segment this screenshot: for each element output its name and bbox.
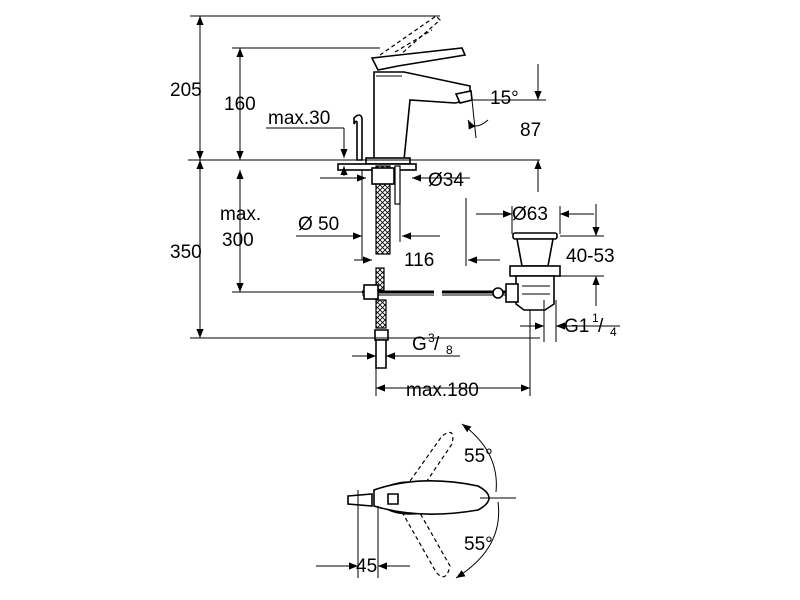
label-40-53: 40-53 (566, 246, 615, 267)
lever-swing-right (401, 505, 451, 578)
waste-drain (505, 232, 561, 311)
faucet-top-view (316, 423, 516, 579)
lever-open-outline (379, 15, 441, 63)
dimension-lines (190, 15, 620, 396)
supply-hoses (371, 165, 401, 369)
label-max180: max.180 (406, 380, 479, 401)
faucet-body (373, 71, 471, 161)
lever (370, 47, 467, 71)
label-87: 87 (520, 120, 541, 141)
label-max300-line1: max. (220, 204, 261, 225)
label-angle15: 15° (490, 88, 519, 109)
label-max300-line2: 300 (222, 230, 254, 251)
label-116: 116 (404, 250, 434, 271)
label-max30: max.30 (268, 108, 330, 129)
popup-linkage (362, 284, 508, 300)
dimension-labels: 205 160 max.30 15° 87 Ø34 max. 300 Ø 50 … (170, 80, 617, 577)
label-dia63: Ø63 (512, 204, 548, 225)
faucet-side-view (353, 15, 473, 165)
label-g114-denominator: 4 (610, 325, 617, 339)
label-g114-numerator: 1 (592, 311, 599, 325)
label-350: 350 (170, 242, 202, 263)
lever-swing-left (397, 431, 454, 507)
label-g114: G1 (564, 316, 589, 337)
spout-outlet (454, 90, 473, 104)
svg-text:/: / (598, 316, 604, 337)
label-g38-numerator: 3 (428, 331, 435, 345)
svg-text:/: / (434, 334, 440, 355)
label-160: 160 (224, 94, 256, 115)
label-205: 205 (170, 80, 202, 101)
label-dia50: Ø 50 (298, 214, 339, 235)
top-lever (373, 480, 490, 515)
label-angle55-bottom: 55° (464, 534, 493, 555)
label-45: 45 (356, 556, 377, 577)
label-g38: G (412, 334, 427, 355)
label-g38-denominator: 8 (446, 343, 453, 357)
popup-rod (353, 114, 363, 161)
label-angle55-top: 55° (464, 446, 493, 467)
label-dia34: Ø34 (428, 170, 464, 191)
